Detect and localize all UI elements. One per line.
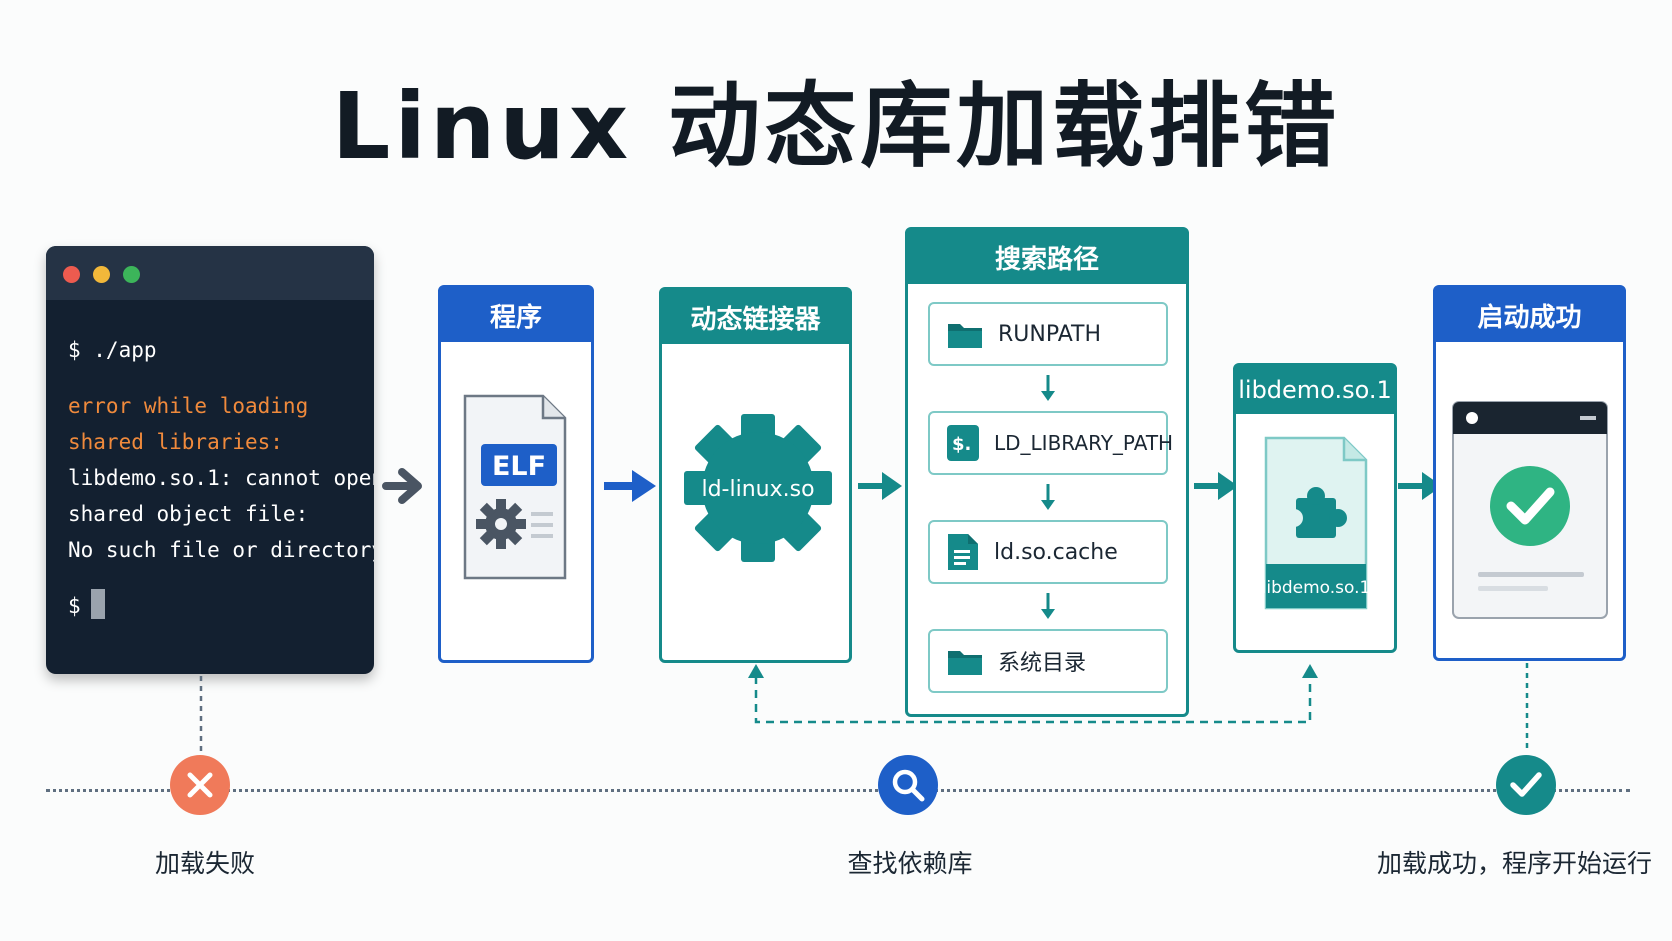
fail-label: 加载失败: [154, 849, 255, 878]
arrow-right-icon: [858, 472, 902, 500]
arrow-right-icon: [1194, 472, 1238, 500]
success-label: 加载成功，程序开始运行: [1376, 849, 1652, 878]
terminal-output: $ ./app error while loading shared libra…: [46, 300, 374, 624]
search-icon: [878, 755, 938, 815]
terminal-title-bar: [46, 246, 374, 300]
arrow-down-icon: [1041, 484, 1055, 510]
arrow-right-icon: [1398, 472, 1442, 500]
minimize-dot-icon: [93, 266, 110, 283]
maximize-dot-icon: [123, 266, 140, 283]
terminal-message-line: shared object file:: [68, 502, 309, 526]
library-header: libdemo.so.1: [1236, 366, 1394, 414]
terminal-prompt: $: [68, 588, 374, 624]
arrow-down-icon: [1041, 375, 1055, 401]
feedback-loop-arrow: [748, 664, 1318, 724]
terminal-message-line: No such file or directory: [68, 538, 374, 562]
connector-line: [1525, 663, 1529, 751]
program-box: 程序 ELF: [438, 285, 594, 663]
cursor-icon: [90, 589, 105, 619]
page-title: Linux 动态库加载排错: [331, 73, 1341, 180]
arrow-right-icon: [382, 468, 422, 504]
search-path-label: LD_LIBRARY_PATH: [994, 431, 1174, 455]
arrow-right-icon: [604, 470, 656, 502]
env-var-icon: $.: [947, 425, 979, 461]
search-path-item: $. LD_LIBRARY_PATH: [928, 411, 1173, 475]
terminal-command: $ ./app: [68, 338, 157, 362]
search-path-item: ld.so.cache: [928, 520, 1168, 584]
terminal-window: $ ./app error while loading shared libra…: [46, 246, 374, 674]
library-file-label: libdemo.so.1: [1262, 578, 1371, 598]
library-file-icon: libdemo.so.1: [1262, 436, 1371, 610]
gear-icon: ld-linux.so: [684, 414, 832, 562]
success-check-icon: [1490, 466, 1570, 546]
fail-icon: [170, 755, 230, 815]
search-path-item: 系统目录: [928, 629, 1168, 693]
terminal-message-line: libdemo.so.1: cannot open: [68, 466, 374, 490]
terminal-error-line: shared libraries:: [68, 430, 283, 454]
library-box: libdemo.so.1 libdemo.so.1: [1233, 363, 1397, 653]
search-path-item: RUNPATH: [928, 302, 1168, 366]
app-window-icon: [1452, 401, 1608, 619]
search-label: 查找依赖库: [847, 849, 973, 878]
dynamic-linker-header: 动态链接器: [662, 290, 849, 344]
folder-icon: [948, 651, 982, 675]
search-path-label: 系统目录: [998, 651, 1087, 676]
check-icon: [1496, 755, 1556, 815]
timeline: [46, 789, 1630, 792]
gear-label: ld-linux.so: [701, 477, 814, 502]
success-header: 启动成功: [1436, 288, 1623, 342]
svg-text:$.: $.: [952, 434, 971, 455]
folder-icon: [948, 324, 982, 348]
arrow-down-icon: [1041, 593, 1055, 619]
search-paths-header: 搜索路径: [908, 230, 1186, 284]
terminal-error-line: error while loading: [68, 394, 309, 418]
success-box: 启动成功: [1433, 285, 1626, 661]
program-header: 程序: [441, 288, 591, 342]
puzzle-piece-icon: [1285, 487, 1347, 538]
document-icon: [948, 534, 978, 570]
close-dot-icon: [63, 266, 80, 283]
elf-file-icon: ELF: [463, 394, 567, 580]
search-path-label: ld.so.cache: [994, 539, 1118, 565]
elf-badge: ELF: [492, 451, 546, 482]
dynamic-linker-box: 动态链接器 ld-linux.so: [659, 287, 852, 663]
connector-line: [199, 676, 203, 756]
search-paths-box: 搜索路径 RUNPATH $. LD_LIBRARY_PATH ld.so.ca…: [905, 227, 1189, 717]
search-path-label: RUNPATH: [998, 321, 1102, 347]
